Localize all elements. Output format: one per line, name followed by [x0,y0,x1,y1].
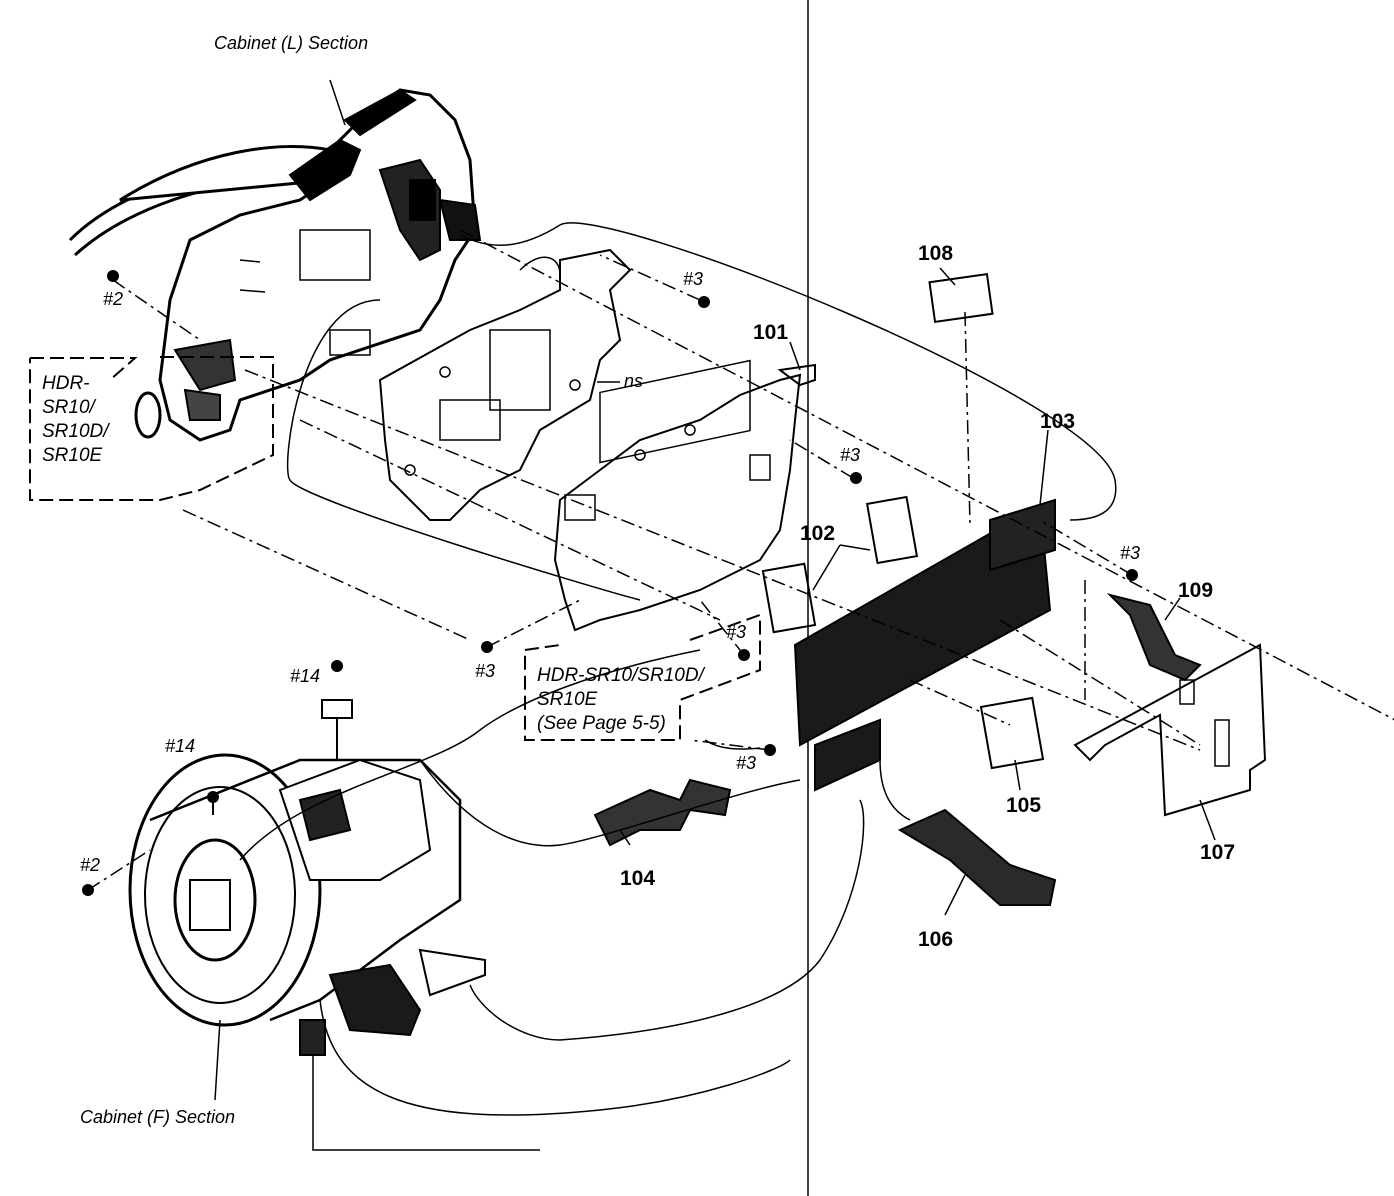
part-label-104: 104 [620,867,656,890]
guide-lines [87,229,1394,891]
screw-label-2-bottom: #2 [80,855,101,875]
flex-104 [593,778,732,847]
main-board-103 [793,498,1056,792]
model-note-left-line: HDR- [42,373,90,394]
part-105-shape [979,696,1045,770]
model-note-center: HDR-SR10/SR10D/ SR10E (See Page 5-5) [537,664,704,736]
leader-lines [214,267,1216,1101]
part-label-109: 109 [1178,579,1214,602]
model-note-center-line: (See Page 5-5) [537,713,666,734]
screw-label-3-b: #3 [840,445,861,465]
screw-label-2-top: #2 [103,289,124,309]
screw-label-3-d: #3 [726,622,747,642]
model-note-left-line: SR10D/ [42,421,109,442]
cabinet-l-section-label: Cabinet (L) Section [214,33,369,53]
model-note-left-line: SR10/ [42,397,95,418]
lens-block-cabinet-f [128,699,486,1056]
part-label-106: 106 [918,928,954,951]
part-label-101: 101 [753,321,789,344]
flex-109 [1106,593,1202,682]
model-note-center-line: SR10E [537,689,598,710]
model-note-center-line: HDR-SR10/SR10D/ [537,665,704,686]
camera-body-cabinet-l [68,79,482,442]
note-boxes [29,356,761,741]
part-102-upper [865,495,919,565]
part-label-103: 103 [1040,410,1076,433]
screw-label-14-b: #14 [165,736,196,756]
screw-label-3-e: #3 [475,661,496,681]
screw-label-3-a: #3 [683,269,704,289]
part-label-102: 102 [800,522,836,545]
cabinet-f-section-label: Cabinet (F) Section [80,1107,236,1127]
model-note-left-line: SR10E [42,445,103,466]
flex-106 [897,808,1057,906]
part-label-105: 105 [1006,794,1042,817]
screw-label-14-a: #14 [290,666,321,686]
shield-bracket [378,248,632,521]
screw-label-3-f: #3 [736,753,757,773]
frame-bracket-101 [553,359,816,632]
part-108-shape [928,273,994,323]
part-102-lower [761,562,817,634]
connection-curves [239,222,1117,1151]
screw-label-3-c: #3 [1120,543,1141,563]
ns-label: ns [624,371,644,391]
part-label-107: 107 [1200,841,1236,864]
part-label-108: 108 [918,242,954,265]
sheet-107 [1073,643,1267,817]
model-note-left: HDR- SR10/ SR10D/ SR10E [42,372,109,468]
